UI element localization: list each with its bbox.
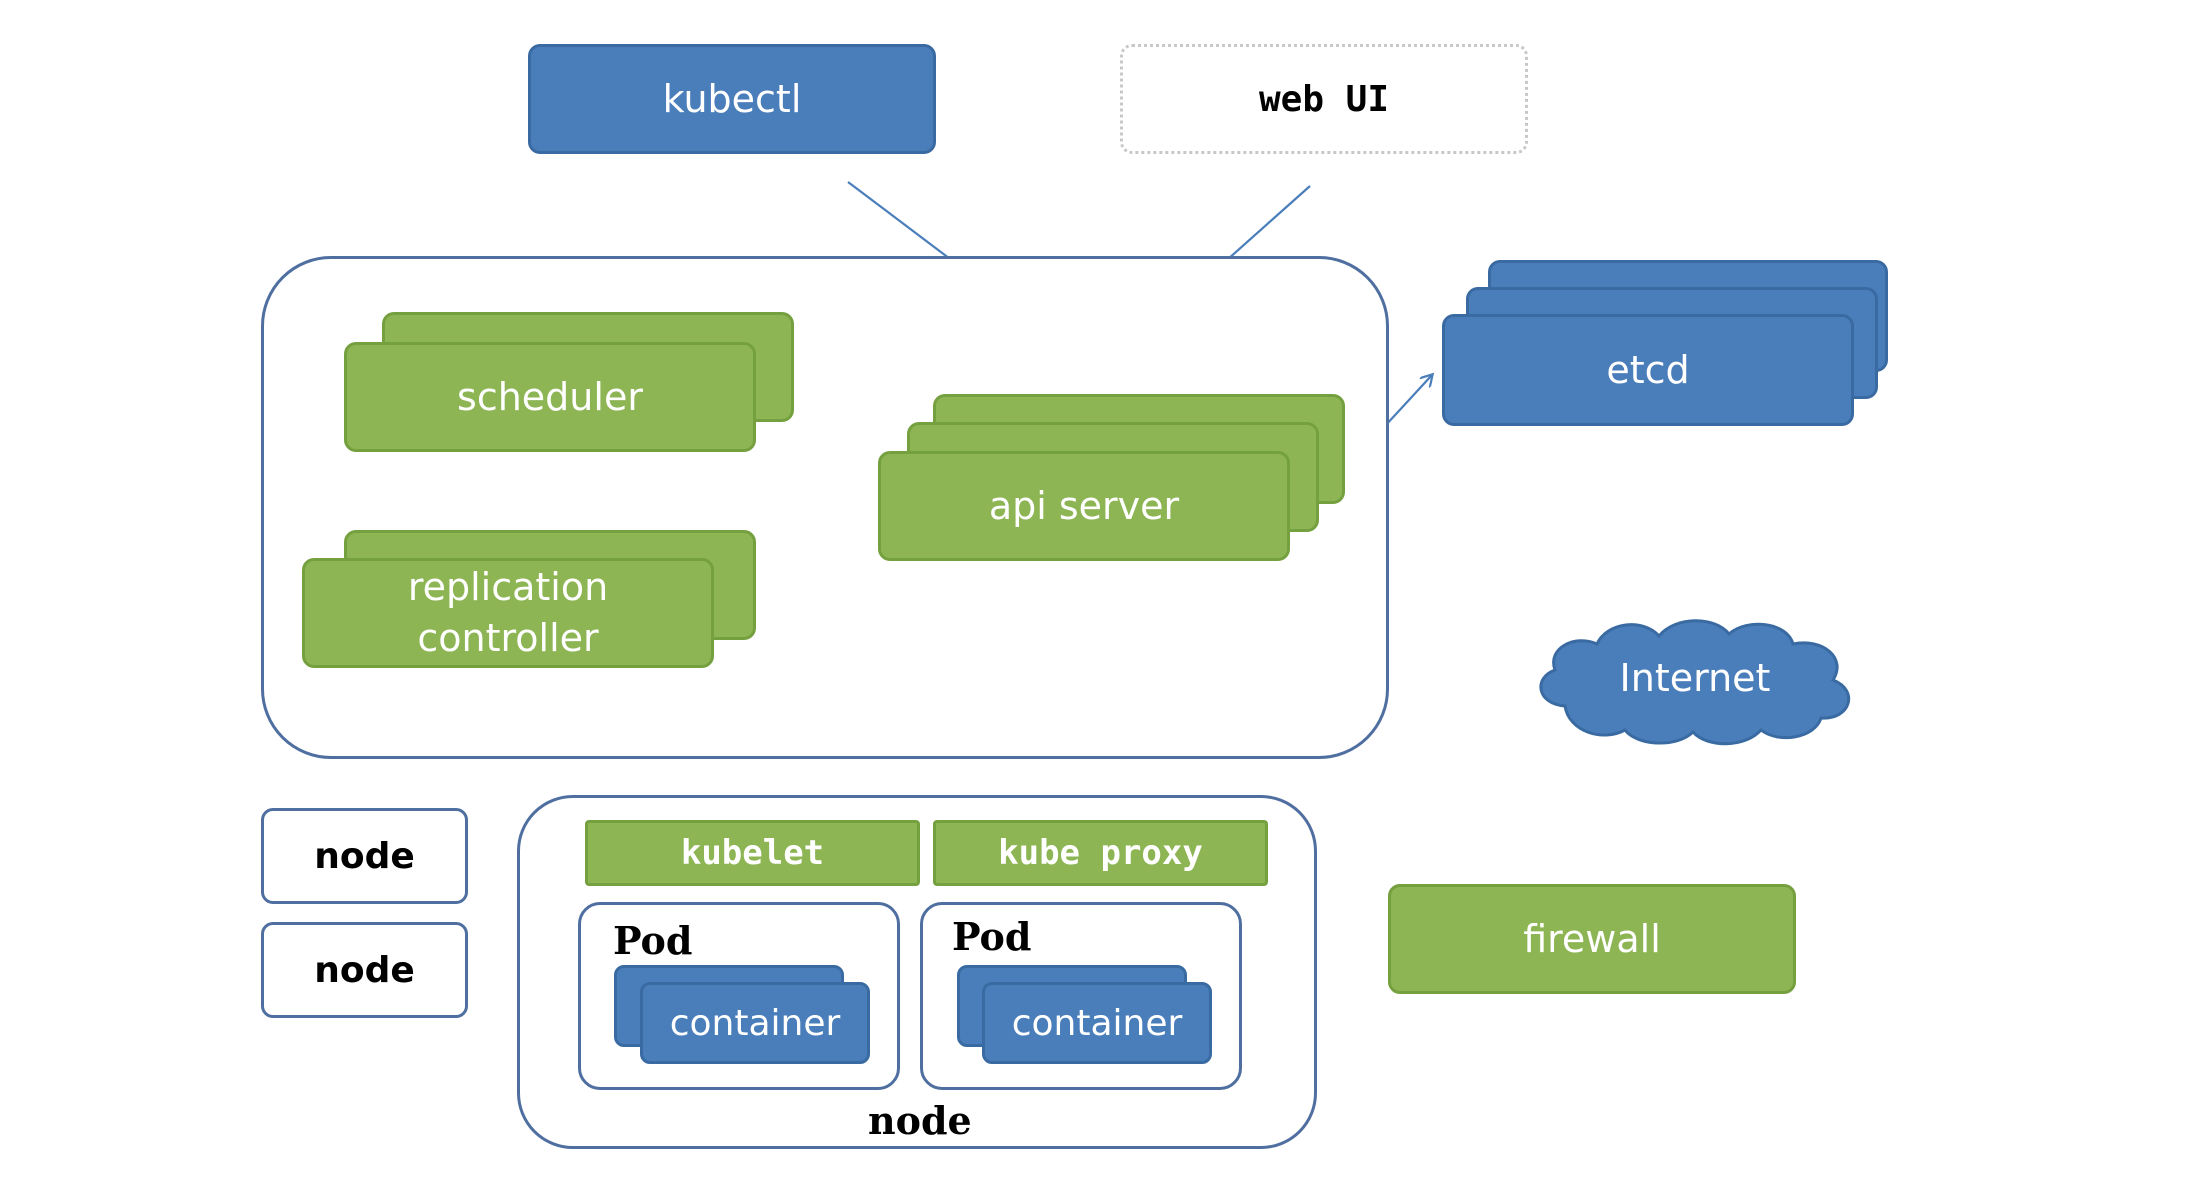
apiserver-box: api server (878, 451, 1290, 561)
webui-label: web UI (1258, 78, 1390, 120)
replication-label-line2: controller (417, 616, 599, 660)
node-label-1: node (314, 835, 415, 877)
kubelet-box: kubelet (585, 820, 920, 886)
kubelet-label: kubelet (680, 833, 825, 873)
internet-label-wrap: Internet (1525, 608, 1865, 748)
pod-label-1: Pod (613, 918, 693, 963)
firewall-box: firewall (1388, 884, 1796, 994)
kubectl-label: kubectl (662, 77, 802, 121)
internet-label: Internet (1619, 656, 1771, 700)
container-box-1: container (640, 982, 870, 1064)
scheduler-label: scheduler (457, 375, 643, 419)
container-label-1: container (669, 1002, 841, 1044)
node-detail-label: node (868, 1098, 972, 1143)
node-box-1: node (261, 808, 468, 904)
etcd-box: etcd (1442, 314, 1854, 426)
replication-label-line1: replication (407, 564, 609, 609)
container-box-2: container (982, 982, 1212, 1064)
kube-proxy-box: kube proxy (933, 820, 1268, 886)
node-box-2: node (261, 922, 468, 1018)
node-label-2: node (314, 949, 415, 991)
apiserver-label: api server (988, 484, 1180, 528)
replication-controller-box: replication controller (302, 558, 714, 668)
webui-box: web UI (1120, 44, 1528, 154)
internet-cloud-icon (1539, 619, 1851, 746)
kubectl-box: kubectl (528, 44, 936, 154)
etcd-label: etcd (1606, 348, 1690, 392)
pod-label-2: Pod (952, 914, 1032, 959)
container-label-2: container (1011, 1002, 1183, 1044)
kube-proxy-label: kube proxy (998, 833, 1203, 873)
firewall-label: firewall (1523, 917, 1661, 961)
scheduler-box: scheduler (344, 342, 756, 452)
